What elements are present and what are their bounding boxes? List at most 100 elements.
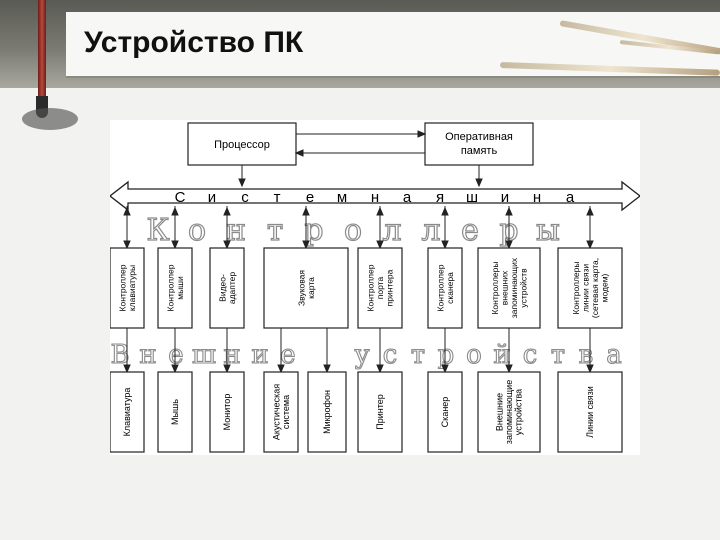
external-heading-letter: е — [168, 340, 183, 370]
external-heading-letter: о — [466, 340, 482, 370]
slide-title: Устройство ПК — [84, 26, 304, 59]
device-label-line: Клавиатура — [122, 388, 132, 437]
controller-box: Контроллерылинии связи(сетевая карта,мод… — [557, 247, 623, 329]
controller-label: Видео-адаптер — [217, 272, 237, 305]
device-label-line: запоминающие — [504, 380, 514, 444]
controller-box: Контроллермыши — [157, 247, 193, 329]
controller-box: Контроллерклавиатуры — [110, 247, 145, 329]
device-box: Сканер — [427, 371, 463, 453]
controller-box: Звуковаякарта — [263, 247, 349, 329]
external-heading-letter: с — [383, 340, 398, 370]
bus-letter: с — [241, 189, 249, 206]
controller-device-links — [123, 328, 594, 374]
external-heading-letter: а — [606, 340, 622, 370]
controller-label-line: Контроллер — [165, 264, 175, 311]
controller-label-line: Контроллеры — [490, 261, 500, 314]
controller-label: Контроллерпортапринтера — [366, 264, 395, 311]
external-heading-letter: р — [438, 340, 455, 370]
device-label: Микрофон — [322, 390, 332, 434]
ram-label-line1: Оперативная — [445, 131, 513, 143]
external-heading-letter: ш — [192, 340, 216, 370]
device-label-line: Принтер — [375, 394, 385, 430]
device-box: Клавиатура — [110, 371, 145, 453]
device-label-line: Внешние — [495, 393, 505, 431]
controller-label-line: адаптер — [227, 272, 237, 305]
controller-label-line: карта — [306, 277, 316, 299]
controller-label-line: Звуковая — [296, 270, 306, 306]
controller-label: Звуковаякарта — [296, 270, 316, 306]
device-box: Принтер — [357, 371, 403, 453]
device-label-line: Линии связи — [585, 386, 595, 438]
device-box: Акустическаясистема — [263, 371, 299, 453]
controller-label: Контроллермыши — [165, 264, 185, 311]
device-box: Внешниезапоминающиеустройства — [477, 371, 541, 453]
processor-label: Процессор — [214, 139, 270, 151]
ram-label-line2: память — [461, 145, 498, 157]
controller-label-line: модем) — [599, 273, 609, 302]
controller-label-line: Контроллер — [117, 264, 127, 311]
controller-label-line: сканера — [445, 272, 455, 304]
device-box: Монитор — [209, 371, 245, 453]
controller-box: Контроллерывнешнихзапоминающихустройств — [477, 247, 541, 329]
device-label: Сканер — [440, 397, 450, 428]
controller-label-line: линии связи — [580, 264, 590, 312]
controllers-heading-letter: л — [382, 213, 401, 248]
external-heading-letter: у — [354, 340, 369, 370]
bus-letter: а — [403, 189, 412, 206]
bus-letter: и — [208, 189, 216, 206]
controllers-heading-letter: о — [344, 213, 362, 248]
device-label: Принтер — [375, 394, 385, 430]
ram-block: Оперативная память — [424, 122, 534, 166]
device-label-line: Сканер — [440, 397, 450, 428]
controller-label-line: порта — [375, 277, 385, 300]
device-label-line: устройства — [514, 389, 524, 435]
controller-label-line: Контроллер — [435, 264, 445, 311]
external-heading-letter: В — [110, 340, 129, 370]
device-label-line: Акустическая — [271, 384, 281, 440]
bus-letter: С — [175, 189, 186, 206]
device-box: Мышь — [157, 371, 193, 453]
cpu-ram-bus-links — [238, 165, 483, 188]
bus-letter: ш — [466, 189, 478, 206]
controller-label-line: Контроллеры — [571, 261, 581, 314]
controller-label: Контроллерывнешнихзапоминающихустройств — [490, 257, 529, 318]
controller-label: Контроллерсканера — [435, 264, 455, 311]
device-box: Микрофон — [307, 371, 347, 453]
bus-letter: м — [337, 189, 347, 206]
controllers-heading-letter: К — [146, 213, 169, 248]
controllers-heading-letter: н — [226, 213, 246, 248]
device-label: Акустическаясистема — [271, 384, 291, 440]
device-label-line: Мышь — [170, 399, 180, 425]
external-heading-letter: и — [251, 340, 268, 370]
controller-box: Контроллерпортапринтера — [357, 247, 403, 329]
device-label-line: Микрофон — [322, 390, 332, 434]
processor-ram-links — [294, 130, 427, 157]
controller-label: Контроллерклавиатуры — [117, 264, 137, 311]
controller-label-line: запоминающих — [509, 257, 519, 318]
controllers-heading-letter: т — [267, 213, 284, 248]
controller-label-line: Контроллер — [366, 264, 376, 311]
controllers-heading-letter: е — [461, 213, 479, 248]
system-bus — [110, 180, 640, 212]
brush-decoration — [38, 0, 46, 100]
bus-controller-links — [123, 206, 594, 250]
controller-box: Контроллерсканера — [427, 247, 463, 329]
controller-label-line: Видео- — [217, 274, 227, 302]
device-label: Внешниезапоминающиеустройства — [495, 380, 524, 444]
device-label: Клавиатура — [122, 388, 132, 437]
device-label: Линии связи — [585, 386, 595, 438]
bus-letter: и — [501, 189, 509, 206]
bus-letter: е — [306, 189, 314, 206]
controllers-heading-letter: о — [188, 213, 206, 248]
controller-box: Видео-адаптер — [209, 247, 245, 329]
controller-label-line: мыши — [175, 276, 185, 300]
ink-blot-decoration — [22, 108, 78, 130]
processor-block: Процессор — [187, 122, 297, 166]
controllers-heading-letter: р — [304, 213, 323, 248]
bus-letter: т — [274, 189, 281, 206]
controller-label-line: клавиатуры — [127, 265, 137, 311]
device-label-line: Монитор — [222, 394, 232, 431]
